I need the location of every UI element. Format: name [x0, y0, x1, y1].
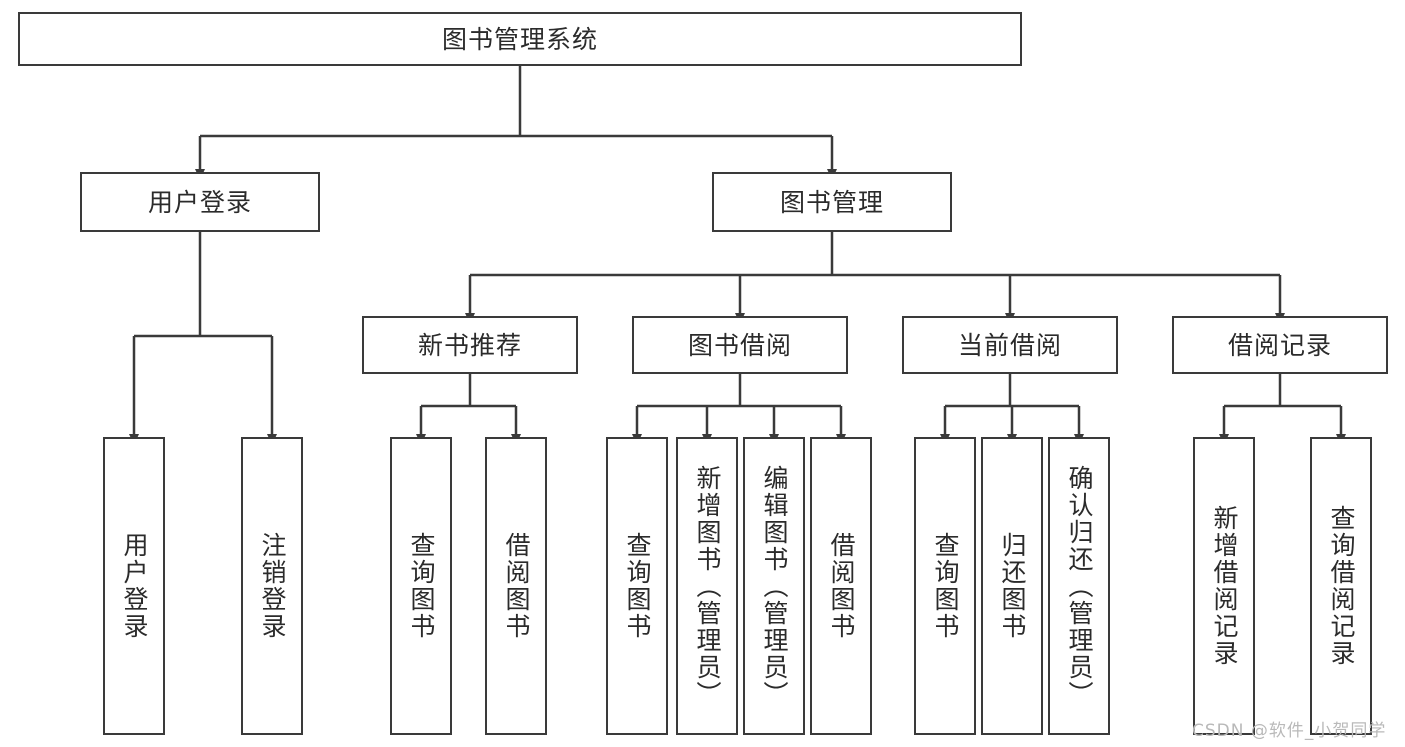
- node-leaf-rc-query[interactable]: 查询借阅记录: [1310, 437, 1372, 735]
- node-label: 图书管理: [779, 187, 884, 217]
- node-current[interactable]: 当前借阅: [902, 316, 1118, 374]
- node-label: 图书管理系统: [441, 24, 598, 54]
- node-newbook[interactable]: 新书推荐: [362, 316, 578, 374]
- node-leaf-rc-add[interactable]: 新增借阅记录: [1193, 437, 1255, 735]
- node-leaf-user-login[interactable]: 用户登录: [103, 437, 165, 735]
- node-label: 借阅图书: [827, 532, 856, 640]
- node-leaf-cu-return[interactable]: 归还图书: [981, 437, 1043, 735]
- node-label: 图书借阅: [687, 330, 792, 360]
- node-leaf-cu-query[interactable]: 查询图书: [914, 437, 976, 735]
- node-bookmgmt[interactable]: 图书管理: [712, 172, 952, 232]
- node-label: 用户登录: [147, 187, 252, 217]
- node-leaf-bk-borrow[interactable]: 借阅图书: [810, 437, 872, 735]
- node-label: 归还图书: [998, 532, 1027, 640]
- node-label: 新书推荐: [417, 330, 522, 360]
- node-label: 新增借阅记录: [1210, 505, 1239, 667]
- node-leaf-bk-add[interactable]: 新增图书（管理员）: [676, 437, 738, 735]
- node-label: 借阅记录: [1227, 330, 1332, 360]
- node-login[interactable]: 用户登录: [80, 172, 320, 232]
- node-label: 确认归还（管理员）: [1065, 464, 1094, 708]
- node-label: 查询图书: [407, 532, 436, 640]
- node-label: 当前借阅: [957, 330, 1062, 360]
- node-records[interactable]: 借阅记录: [1172, 316, 1388, 374]
- node-label: 新增图书（管理员）: [693, 464, 722, 708]
- node-label: 编辑图书（管理员）: [760, 464, 789, 708]
- node-leaf-nb-query[interactable]: 查询图书: [390, 437, 452, 735]
- node-label: 注销登录: [258, 532, 287, 640]
- node-leaf-bk-query[interactable]: 查询图书: [606, 437, 668, 735]
- node-leaf-nb-borrow[interactable]: 借阅图书: [485, 437, 547, 735]
- node-leaf-cu-confirm[interactable]: 确认归还（管理员）: [1048, 437, 1110, 735]
- node-label: 借阅图书: [502, 532, 531, 640]
- node-label: 用户登录: [120, 532, 149, 640]
- node-leaf-bk-edit[interactable]: 编辑图书（管理员）: [743, 437, 805, 735]
- node-label: 查询借阅记录: [1327, 505, 1356, 667]
- node-borrow[interactable]: 图书借阅: [632, 316, 848, 374]
- node-label: 查询图书: [623, 532, 652, 640]
- node-root[interactable]: 图书管理系统: [18, 12, 1022, 66]
- node-leaf-user-logout[interactable]: 注销登录: [241, 437, 303, 735]
- csdn-watermark: CSDN @软件_小贺同学: [1192, 721, 1387, 741]
- node-label: 查询图书: [931, 532, 960, 640]
